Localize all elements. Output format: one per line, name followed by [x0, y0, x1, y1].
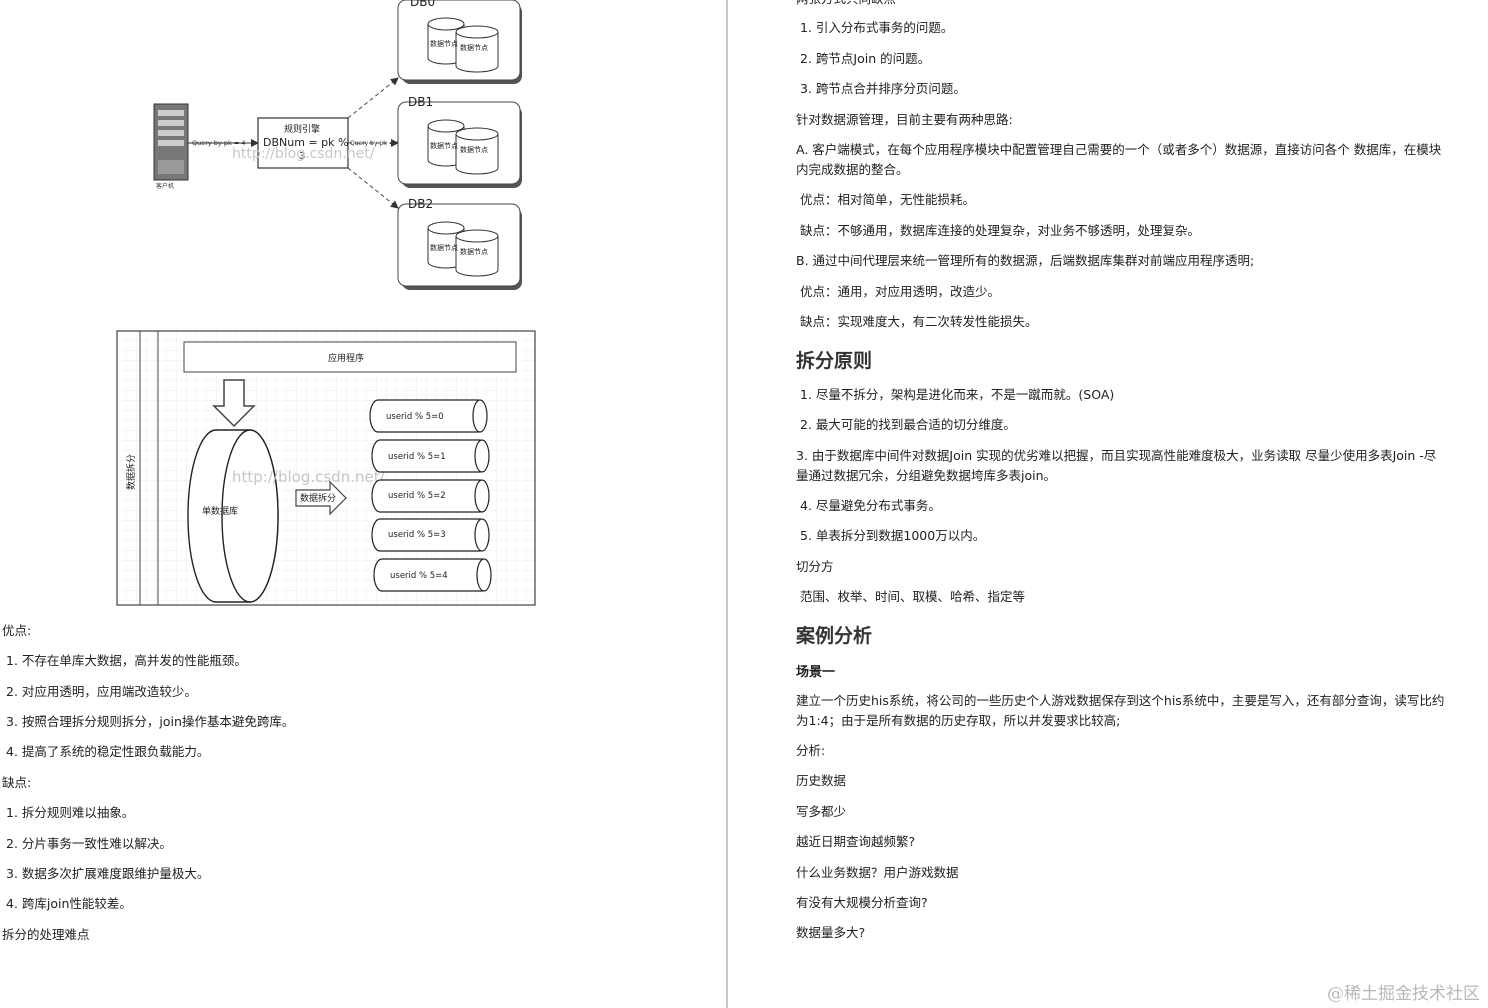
analysis-title: 分析:: [796, 743, 826, 758]
db2-node-label-b: 数据节点: [460, 247, 488, 256]
client-server-icon: [153, 103, 189, 181]
shard-3-label: userid % 5=3: [388, 530, 446, 540]
db0-label: DB0: [410, 0, 435, 9]
client-label: 客户机: [156, 182, 174, 190]
pros-item: 4. 提高了系统的稳定性跟负载能力。: [6, 744, 210, 759]
cons-title: 缺点:: [2, 775, 32, 790]
db2-node-label-a: 数据节点: [430, 243, 458, 252]
query-left-label: Query by pk = 4: [192, 139, 245, 147]
mode-a-con: 缺点：不够通用，数据库连接的处理复杂，对业务不够透明，处理复杂。: [800, 223, 1201, 238]
split-methods: 范围、枚举、时间、取模、哈希、指定等: [800, 589, 1026, 604]
db0-node-label-b: 数据节点: [460, 43, 488, 52]
db2-label: DB2: [408, 197, 433, 211]
difficulty-title: 拆分的处理难点: [2, 927, 90, 942]
single-db-cylinder: 单数据库: [187, 429, 279, 603]
db1-box: DB1 数据节点 数据节点: [397, 95, 522, 188]
shard-2-label: userid % 5=2: [388, 491, 446, 501]
sharding-routing-diagram: 客户机 Query by pk = 4 规则引擎 DBNum = pk % 3 …: [153, 0, 522, 290]
engine-title: 规则引擎: [284, 123, 320, 135]
mode-b-con: 缺点：实现难度大，有二次转发性能损失。: [800, 314, 1038, 329]
principle-item: 5. 单表拆分到数据1000万以内。: [800, 528, 986, 543]
mode-b-paragraph: B. 通过中间代理层来统一管理所有的数据源，后端数据库集群对前端应用程序透明;: [796, 253, 1255, 268]
app-box: [183, 341, 517, 373]
pros-item: 3. 按照合理拆分规则拆分，join操作基本避免跨库。: [6, 714, 295, 729]
down-arrow-icon: [212, 379, 256, 428]
shard-4: userid % 5=4: [373, 558, 492, 592]
db1-label: DB1: [408, 95, 433, 109]
site-watermark: @稀土掘金技术社区: [1327, 984, 1480, 1004]
db0-node-label-a: 数据节点: [430, 39, 458, 48]
db1-node-label-a: 数据节点: [430, 141, 458, 150]
split-title: 切分方: [796, 559, 834, 574]
shard-1-label: userid % 5=1: [388, 452, 446, 462]
db2-box: DB2 数据节点 数据节点: [397, 197, 522, 290]
principle-heading: 拆分原则: [796, 350, 873, 372]
principle-item: 3. 由于数据库中间件对数据Join 实现的优劣难以把握，而且实现高性能难度极大…: [796, 448, 1437, 483]
shard-0-label: userid % 5=0: [386, 412, 444, 422]
cons-item: 1. 拆分规则难以抽象。: [6, 805, 135, 820]
pros-item: 1. 不存在单库大数据，高并发的性能瓶颈。: [6, 653, 247, 668]
engine-formula: DBNum = pk %: [263, 136, 348, 149]
scene-description: 建立一个历史his系统，将公司的一些历史个人游戏数据保存到这个his系统中，主要…: [796, 693, 1445, 728]
rule-engine-box: [257, 117, 349, 169]
horizontal-split-diagram: 数据拆分 应用程序 单数据库 http://blog.csdn.net/ 数据拆…: [116, 330, 536, 606]
left-page: 客户机 Query by pk = 4 规则引擎 DBNum = pk % 3 …: [0, 0, 726, 1008]
db0-box: DB0 数据节点 数据节点: [397, 0, 522, 84]
mode-a-pro: 优点：相对简单，无性能损耗。: [800, 192, 976, 207]
query-right-label: Query by pk = 4: [350, 140, 400, 147]
principle-item: 4. 尽量避免分布式事务。: [800, 498, 941, 513]
right-page: 两张方式共同缺点 1. 引入分布式事务的问题。 2. 跨节点Join 的问题。 …: [728, 0, 1488, 1008]
cons-item: 2. 分片事务一致性难以解决。: [6, 836, 172, 851]
single-db-label: 单数据库: [202, 505, 238, 517]
pros-item: 2. 对应用透明，应用端改造较少。: [6, 684, 197, 699]
analysis-item: 越近日期查询越频繁?: [796, 834, 916, 849]
shard-3: userid % 5=3: [371, 518, 490, 552]
analysis-item: 写多都少: [796, 804, 847, 819]
mode-a-paragraph: A. 客户端模式，在每个应用程序模块中配置管理自己需要的一个（或者多个）数据源，…: [796, 142, 1442, 177]
shard-2: userid % 5=2: [371, 479, 490, 513]
issue-item: 3. 跨节点合并排序分页问题。: [800, 81, 966, 96]
page-divider: [726, 0, 728, 1008]
mode-b-pro: 优点：通用，对应用透明，改造少。: [800, 284, 1001, 299]
top-cut-line: 两张方式共同缺点: [796, 0, 896, 8]
issue-item: 2. 跨节点Join 的问题。: [800, 51, 931, 66]
datasource-title: 针对数据源管理，目前主要有两种思路:: [796, 112, 1013, 127]
principle-item: 2. 最大可能的找到最合适的切分维度。: [800, 417, 1016, 432]
app-label: 应用程序: [328, 352, 364, 364]
analysis-item: 什么业务数据？用户游戏数据: [796, 865, 959, 880]
scene-title: 场景一: [796, 665, 836, 680]
split-arrow-icon: 数据拆分: [295, 480, 347, 516]
issue-item: 1. 引入分布式事务的问题。: [800, 20, 954, 35]
analysis-item: 历史数据: [796, 773, 847, 788]
db1-node-label-b: 数据节点: [460, 145, 488, 154]
case-heading: 案例分析: [796, 625, 873, 647]
fig2-watermark: http://blog.csdn.net/: [232, 468, 386, 486]
analysis-item: 数据量多大?: [796, 925, 866, 940]
side-label: 数据拆分: [125, 454, 137, 490]
shard-1: userid % 5=1: [371, 439, 490, 473]
pros-title: 优点:: [2, 623, 32, 638]
cons-item: 3. 数据多次扩展难度跟维护量极大。: [6, 866, 210, 881]
cons-item: 4. 跨库join性能较差。: [6, 896, 132, 911]
fig1-watermark: http://blog.csdn.net/: [232, 146, 375, 162]
shard-0: userid % 5=0: [369, 399, 488, 433]
analysis-item: 有没有大规模分析查询?: [796, 895, 928, 910]
principle-item: 1. 尽量不拆分，架构是进化而来，不是一蹴而就。(SOA): [800, 387, 1115, 402]
engine-mod: 3: [299, 151, 305, 162]
split-label: 数据拆分: [300, 492, 336, 504]
shard-4-label: userid % 5=4: [390, 571, 448, 581]
